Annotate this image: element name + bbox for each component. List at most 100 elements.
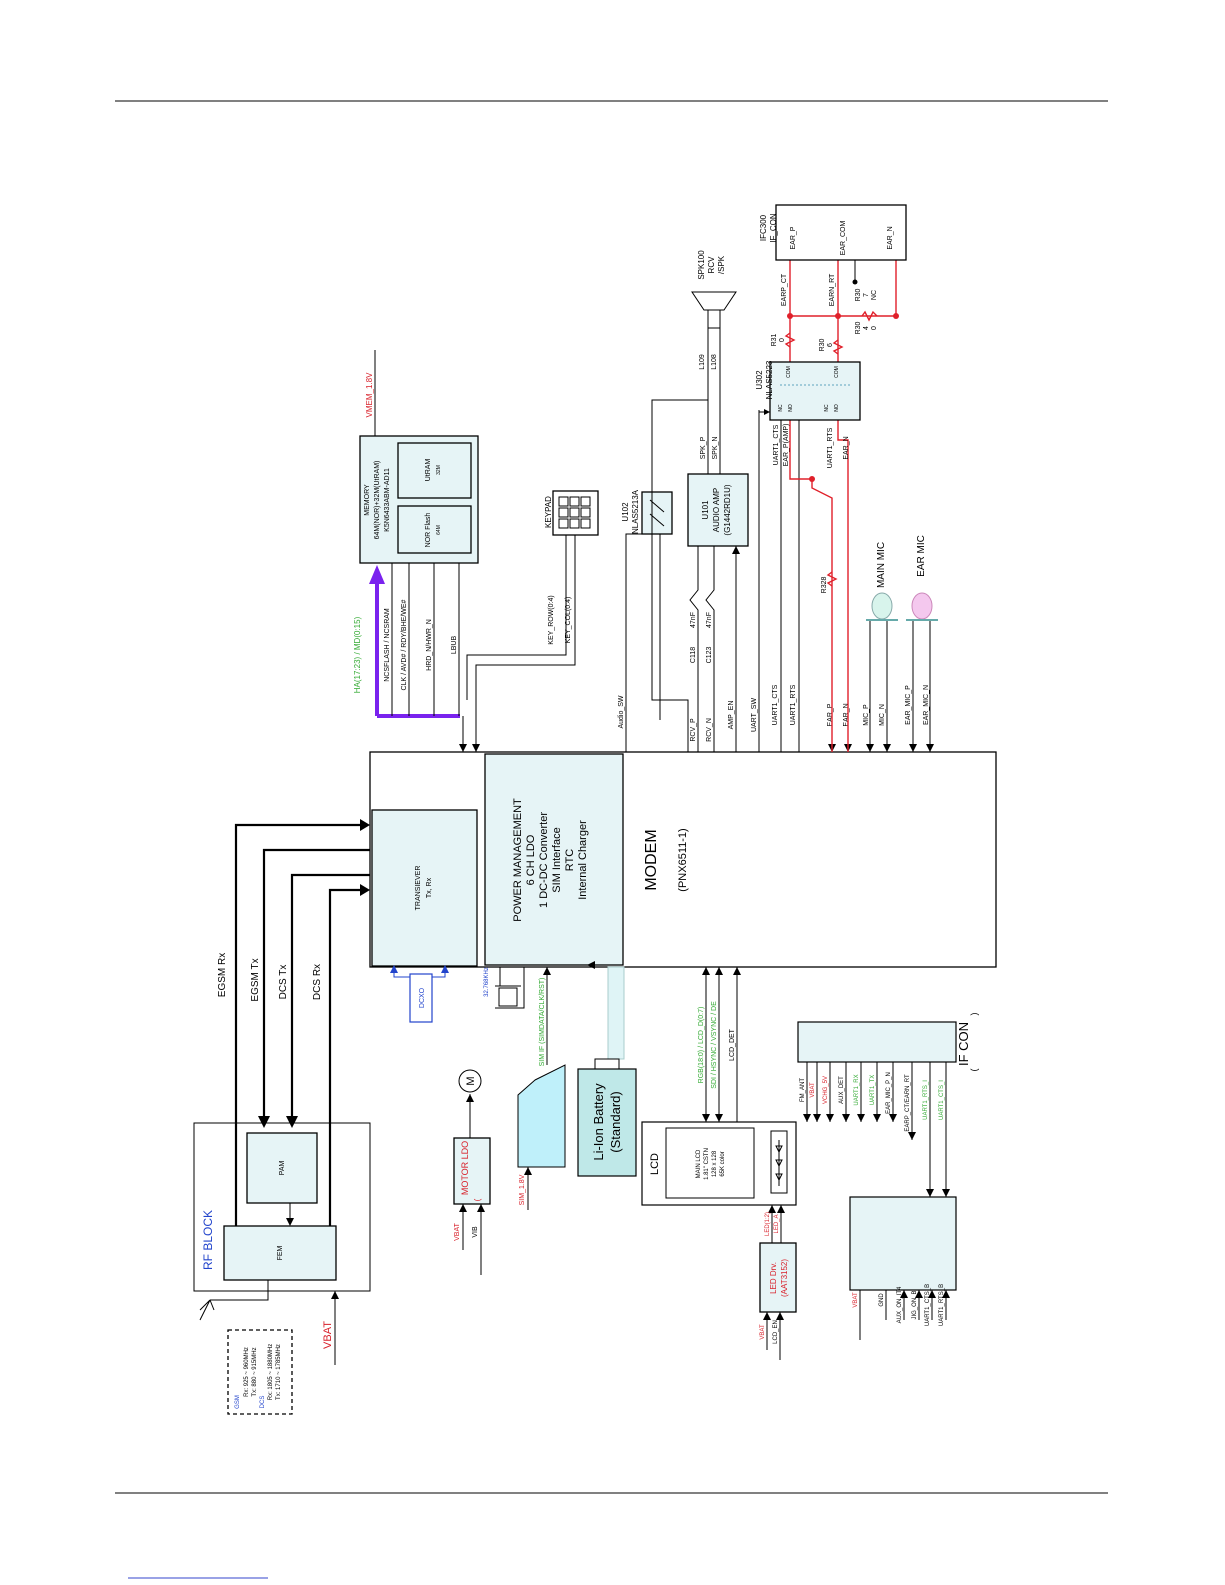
memory-desc: 64M(NOR)+32M(UtRAM) [374,461,381,540]
sig-ear-n: EAR_N [843,703,850,726]
u302-switch: U302 NLAS5223 COM COM NC NO NC NO UART1_… [755,360,861,468]
ear-mic: EAR MIC [906,535,938,621]
sig-rcv-p: RCV_P [690,718,697,742]
memory-part: K5N6433ABM-AD11 [384,468,391,532]
keypad: KEYPAD KEY_ROW(0:4) KEY_COL(0:4) [466,490,599,752]
modem-part: (PNX6511-1) [677,828,689,891]
dcxo: DCXO [390,965,449,1023]
fem-label: FEM [277,1245,284,1260]
u101-name: AUDIO AMP [712,488,721,532]
motor-symbol: M [465,1076,477,1085]
res-r30c-val: 4 [863,326,870,330]
freq-dcs-hdr: DCS [260,1396,266,1409]
lcd-main: MAIN LCD [696,1149,702,1178]
u302-sig-0: UART1_CTS [773,424,780,465]
mem-signal-1: CLK / AVD# / RDY/BHE/WE# [401,599,408,690]
u102-switch: U102 NLAS5213A Audio_SW [618,489,673,752]
utram-label: UtRAM [425,459,432,482]
rf-block: RF BLOCK PAM FEM [193,1122,371,1321]
led-vbat: VBAT [760,1324,766,1340]
ifcon-sig-6: EAR_MIC_P_N [886,1072,892,1114]
nor-flash-size: 64M [436,525,442,535]
ifcon-low-1: GND [879,1293,885,1307]
keypad-title: KEYPAD [544,496,553,528]
ifc300-pin-0: EAR_P [790,226,797,249]
ifc300-connector: IFC300 IF_CON EAR_P EAR_COM EAR_N EARP_C… [759,204,907,306]
caps: C118 47nF C123 47nF [689,546,740,752]
freq-gsm-tx: Tx: 880 ~ 915MHz [252,1347,258,1396]
ifcon-low-3: JIG_ON_B [912,1290,918,1319]
res-r30b: R30 [855,288,862,301]
earn-rt: EARN_RT [829,273,836,306]
sig-ear-mic-p: EAR_MIC_P [905,685,912,725]
l108-ref: L108 [711,354,718,370]
sim-bus-label: SIM IF (SIMDATA/CLK/RST) [539,978,546,1067]
freq-dcs-rx: Rx: 1805 ~ 1880MHz [268,1344,274,1401]
u302-pin-com2: COM [834,366,840,378]
spk-ref: SPK100 [697,250,706,280]
memory-title: MEMORY [364,484,371,516]
rf-line-2: DCS Tx [278,965,289,1000]
led-drv-name: LED Drv. [769,1262,778,1294]
lcd-block: LCD MAIN LCD 1.81" CSTN 128 x 128 65K co… [641,967,797,1243]
xtal: 32.768KHz [484,967,525,1009]
key-cols: KEY_COL(0:4) [565,597,572,644]
ifc300-pin-2: EAR_N [887,226,894,249]
sig-ear-mic-n: EAR_MIC_N [923,685,930,725]
freq-dcs-tx: Tx: 1710 ~ 1785MHz [276,1344,282,1400]
u302-ref: U302 [755,370,764,390]
transceiver-title: TRANSIEVER [415,866,422,911]
lcd-bus-2: SDI / HSYNC / VSYNC / DE [711,1001,718,1089]
mem-signal-2: HRD_N/HWR_N [426,619,433,671]
vmem-label: VMEM_1.8V [365,372,374,418]
ifcon-sig-3: AUX_DET [839,1076,845,1104]
ifcon-low-5: UART1_RTS_B [939,1284,945,1326]
power-management-block: POWER MANAGEMENT 6 CH LDO 1 DC-DC Conver… [484,753,624,966]
main-mic-label: MAIN MIC [876,542,887,588]
sig-uart1-cts: UART1_CTS [772,684,779,725]
memory-bus: HA(17:23) / MD(0:15) NCSFLASH / NCSRAM C… [353,563,467,752]
lcd-det: LCD_DET [729,1028,736,1061]
ifcon-sig-0: FM_ANT [800,1078,806,1102]
pm-line-3: SIM Interface [551,827,563,892]
u101-ref: U101 [701,500,710,520]
key-rows: KEY_ROW(0:4) [548,595,555,644]
pm-line-5: Internal Charger [577,820,589,900]
sig-uart-sw: UART_SW [751,698,758,732]
sim-card: SIM IF (SIMDATA/CLK/RST) SIM_1.8V [517,967,566,1210]
ifcon-low-0: VBAT [853,1292,859,1308]
pam-label: PAM [279,1161,286,1176]
ifc300-name: IF_CON [769,213,778,243]
u102-ref: U102 [621,502,630,522]
sig-mic-n: MIC_N [879,704,886,726]
utram-size: 32M [436,465,442,475]
nor-flash-label: NOR Flash [425,513,432,548]
ifcon: IF CON ) ( FM_ANT VBAT VCHG_5V AUX_DET U… [797,1013,979,1340]
u302-pin-nc1: NC [778,404,784,412]
sig-rcv-n: RCV_N [706,718,713,742]
pm-line-2: 1 DC-DC Converter [538,812,550,908]
u101-audio-amp: U101 AUDIO AMP (G1442RD1U) [687,473,749,547]
spk-p-label: SPK_P [700,436,707,459]
transceiver-block: TRANSIEVER Tx, Rx [371,809,478,967]
earp-ct: EARP_CT [781,273,788,306]
ifc300-ref: IFC300 [759,214,768,241]
motor-ldo-paren: ( [473,1198,482,1201]
res-r30b-val: 7 [863,293,870,297]
lcd-spec-3: 65K color [720,1151,726,1176]
ifcon-sig-7: EARP_CT/EARN_RT [905,1074,911,1132]
res-r31: R31 [771,333,778,346]
memory-block: MEMORY 64M(NOR)+32M(UtRAM) K5N6433ABM-AD… [359,435,479,564]
u302-sig-1: EAR_P(AMP) [783,424,790,467]
xtal-label: 32.768KHz [484,967,490,997]
res-r31-val: 0 [779,338,786,342]
spk-n-label: SPK_N [712,437,719,460]
ifcon-paren-close: ) [969,1013,979,1016]
motor-vib: VIB [472,1226,479,1238]
battery-line-1: (Standard) [608,1091,623,1152]
freq-gsm-rx: Rx: 925 ~ 960MHz [244,1347,250,1397]
sim-volt-label: SIM_1.8V [519,1174,526,1205]
lcd-spec-1: 1.81" CSTN [704,1148,710,1180]
rf-line-1: EGSM Tx [250,958,261,1001]
